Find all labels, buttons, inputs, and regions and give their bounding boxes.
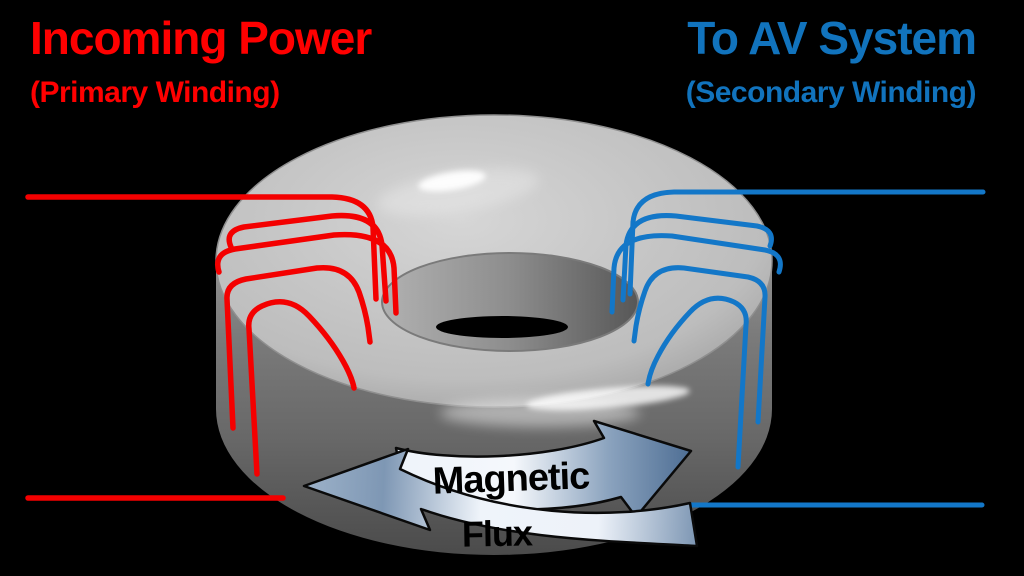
secondary-winding — [609, 189, 986, 508]
secondary-loop-2 — [620, 213, 774, 303]
primary-loop-5 — [246, 299, 357, 477]
flux-arrow-left — [302, 447, 699, 548]
primary-loop-4 — [224, 264, 373, 431]
primary-loop-3 — [215, 231, 399, 316]
flux-label-line1: Magnetic — [432, 455, 591, 502]
primary-title: Incoming Power — [30, 12, 372, 64]
secondary-subtitle: (Secondary Winding) — [685, 75, 977, 109]
secondary-title: To AV System — [687, 12, 977, 64]
flux-label-line2: Flux — [462, 512, 534, 554]
primary-winding — [25, 194, 399, 501]
top-glow-highlight — [376, 168, 540, 216]
primary-loop-2 — [226, 212, 389, 304]
flux-arrows: Magnetic Flux — [302, 419, 699, 555]
primary-subtitle: (Primary Winding) — [30, 75, 280, 109]
specular-highlight — [418, 170, 486, 192]
secondary-loop-3 — [609, 233, 783, 315]
secondary-label-block: To AV System (Secondary Winding) — [685, 12, 977, 109]
secondary-loop-4 — [631, 265, 768, 425]
core-hole-bottom — [436, 316, 568, 338]
secondary-lead-top — [627, 189, 986, 297]
primary-label-block: Incoming Power (Primary Winding) — [30, 12, 372, 109]
secondary-loop-5 — [645, 295, 749, 470]
wall-top-highlight — [440, 399, 640, 427]
